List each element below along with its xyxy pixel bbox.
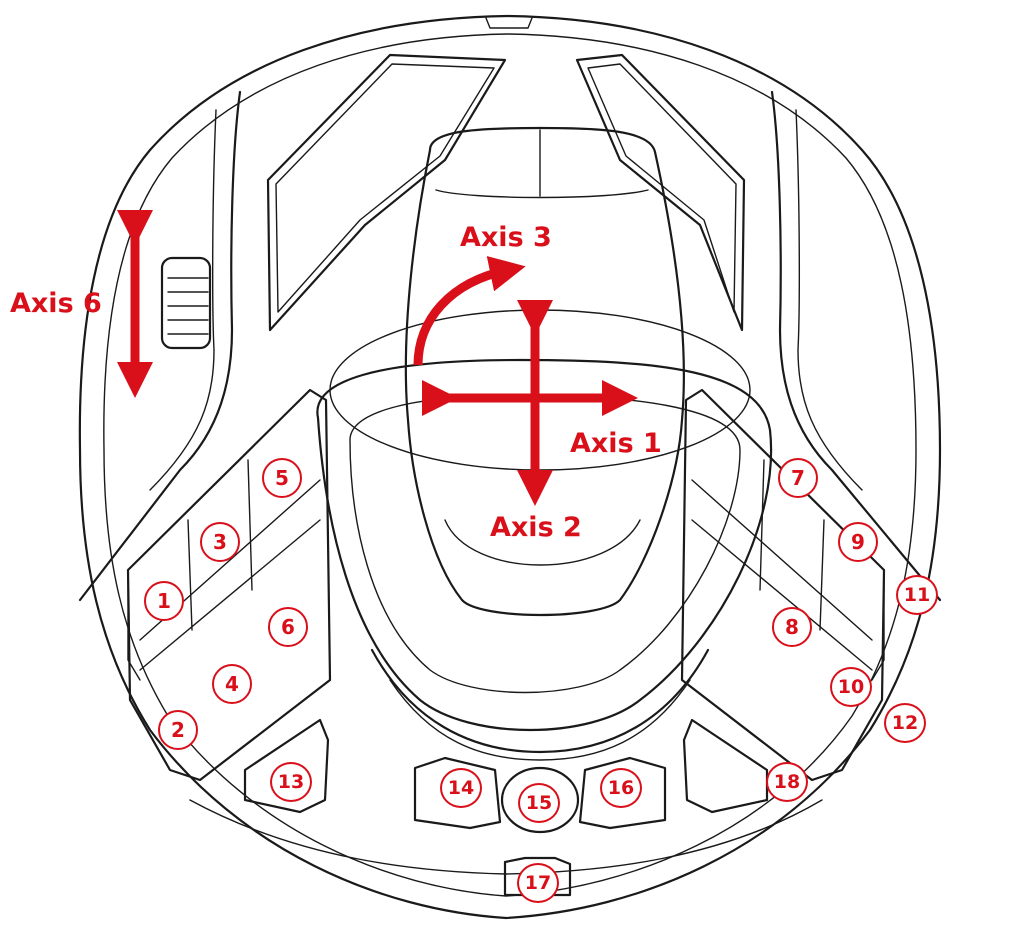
button-13[interactable]: 13 xyxy=(270,762,312,802)
right-button-panel xyxy=(680,388,886,782)
button-14[interactable]: 14 xyxy=(440,768,482,808)
grip-base-cup xyxy=(316,358,773,732)
collar-lower xyxy=(370,648,710,754)
axis1-label: Axis 1 xyxy=(570,428,662,459)
right-wing-panel xyxy=(575,53,746,332)
axis3-label: Axis 3 xyxy=(460,222,552,253)
button-17[interactable]: 17 xyxy=(517,863,559,903)
joystick-grip xyxy=(404,126,685,617)
button-14-pad xyxy=(413,756,502,830)
axis2-label: Axis 2 xyxy=(490,512,582,543)
left-button-panel xyxy=(126,388,332,782)
button-1[interactable]: 1 xyxy=(144,581,184,621)
axis6-label: Axis 6 xyxy=(10,288,102,319)
button-18-pad xyxy=(682,718,769,814)
button-17-pad xyxy=(503,856,572,897)
axis6-scroll-wheel xyxy=(160,256,212,350)
button-11[interactable]: 11 xyxy=(896,575,938,615)
button-3[interactable]: 3 xyxy=(200,522,240,562)
axis3-arrow xyxy=(413,256,526,366)
button-7[interactable]: 7 xyxy=(778,458,818,498)
right-housing xyxy=(770,90,942,602)
button-9[interactable]: 9 xyxy=(838,522,878,562)
button-12[interactable]: 12 xyxy=(884,703,926,743)
button-16[interactable]: 16 xyxy=(600,768,642,808)
button-13-pad xyxy=(243,718,330,814)
left-wing-panel xyxy=(266,53,507,332)
button-10[interactable]: 10 xyxy=(830,667,872,707)
button-4[interactable]: 4 xyxy=(212,664,252,704)
left-housing xyxy=(78,90,242,602)
button-18[interactable]: 18 xyxy=(766,762,808,802)
button-16-pad xyxy=(578,756,667,830)
button-5[interactable]: 5 xyxy=(262,458,302,498)
gimbal-ring xyxy=(329,309,751,471)
button-2[interactable]: 2 xyxy=(158,710,198,750)
button-15-pad xyxy=(500,766,580,834)
button-8[interactable]: 8 xyxy=(772,607,812,647)
button-6[interactable]: 6 xyxy=(268,607,308,647)
button-15[interactable]: 15 xyxy=(518,783,560,823)
base-outer-shell xyxy=(78,14,942,920)
